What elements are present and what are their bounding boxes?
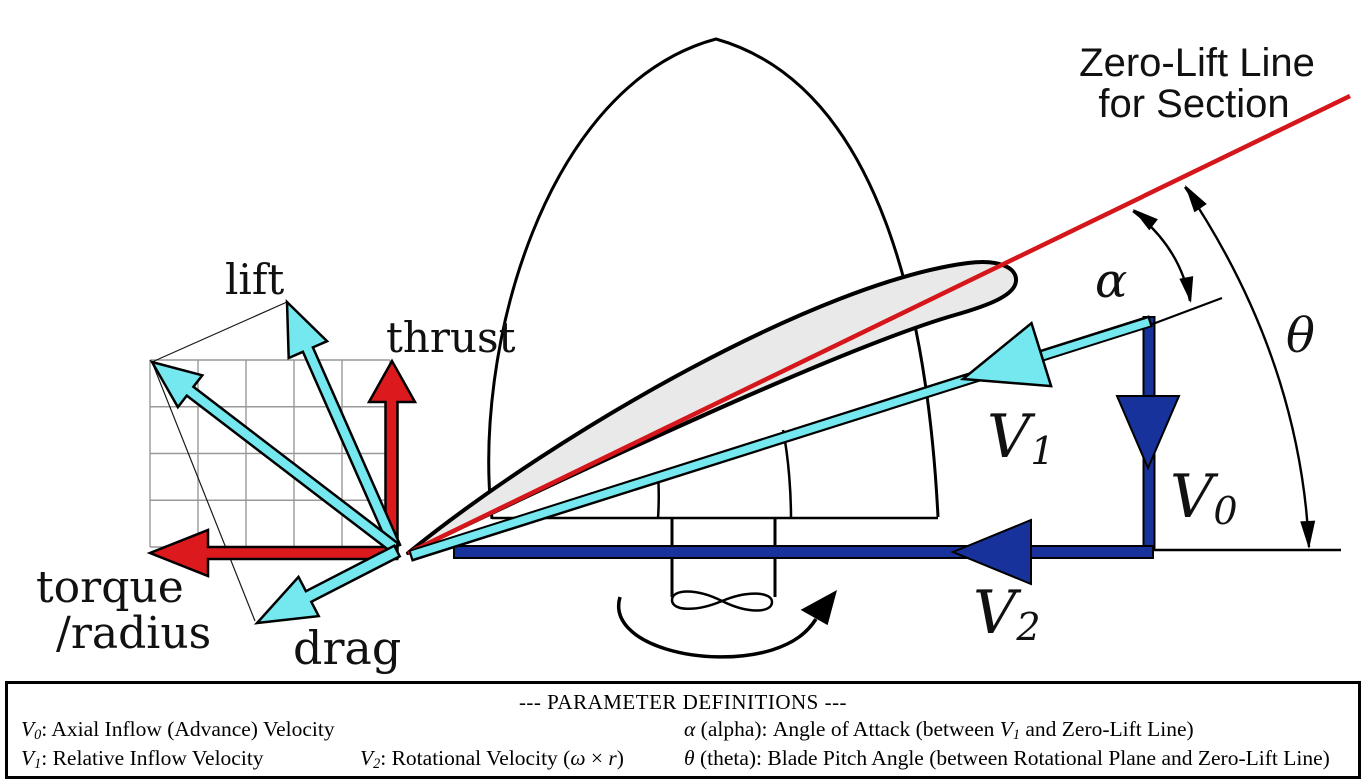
v2-arrow-head — [950, 518, 1032, 586]
v0-label: V0 — [1170, 462, 1238, 533]
torque-label-line2: /radius — [56, 608, 211, 659]
resultant-force-arrow — [149, 360, 401, 555]
definition-theta: θ (theta): Blade Pitch Angle (between Ro… — [684, 746, 1330, 770]
lift-label: lift — [225, 255, 284, 304]
drag-label: drag — [293, 621, 401, 675]
v0-arrow-head — [1115, 395, 1181, 471]
alpha-arc-head-bottom — [1179, 276, 1194, 303]
alpha-arc-head-top — [1133, 209, 1158, 231]
velocity-vectors — [408, 315, 1341, 586]
definition-v2: V2: Rotational Velocity (ω × r) — [360, 746, 624, 773]
v1-extension-tick — [1149, 296, 1223, 327]
theta-arc-head-bottom — [1300, 520, 1316, 549]
parallelogram-edge-top — [151, 301, 288, 363]
v1-arrow-head — [959, 320, 1053, 388]
parallelogram-edge-left — [151, 361, 256, 622]
zero-lift-line-label-2: for Section — [1098, 82, 1289, 126]
angle-annotations — [1132, 185, 1316, 549]
hub-bottom-twist — [670, 590, 774, 612]
definition-v1: V1: Relative Inflow Velocity — [21, 746, 264, 773]
theta-arc — [1184, 186, 1311, 548]
torque-arrow — [146, 528, 399, 578]
v1-label: V1 — [987, 402, 1055, 473]
definitions-title: --- PARAMETER DEFINITIONS --- — [518, 690, 848, 714]
torque-label-line1: torque — [36, 562, 184, 613]
drag-arrow — [253, 544, 402, 625]
alpha-arc — [1132, 210, 1192, 302]
definition-alpha: α (alpha): Angle of Attack (between V1 a… — [684, 717, 1194, 744]
lift-arrow — [285, 298, 402, 551]
rotation-arrow-head-icon — [800, 590, 837, 626]
propeller-blade-outline — [487, 37, 940, 659]
zero-lift-line — [407, 93, 1351, 556]
rotation-arrow-arc — [616, 596, 818, 659]
force-vector-diagram — [146, 298, 418, 625]
thrust-label: thrust — [386, 313, 516, 362]
alpha-label: α — [1095, 253, 1127, 309]
zero-lift-line-label-1: Zero-Lift Line — [1079, 41, 1315, 85]
v2-label: V2 — [973, 578, 1041, 649]
thrust-arrow — [366, 358, 418, 560]
definition-v0: V0: Axial Inflow (Advance) Velocity — [21, 717, 335, 744]
theta-arc-head-top — [1185, 185, 1207, 213]
diagram-labels: Zero-Lift Line for Section lift thrust t… — [36, 41, 1315, 675]
parameter-definitions-box: --- PARAMETER DEFINITIONS --- V0: Axial … — [5, 681, 1361, 779]
theta-label: θ — [1286, 308, 1315, 364]
